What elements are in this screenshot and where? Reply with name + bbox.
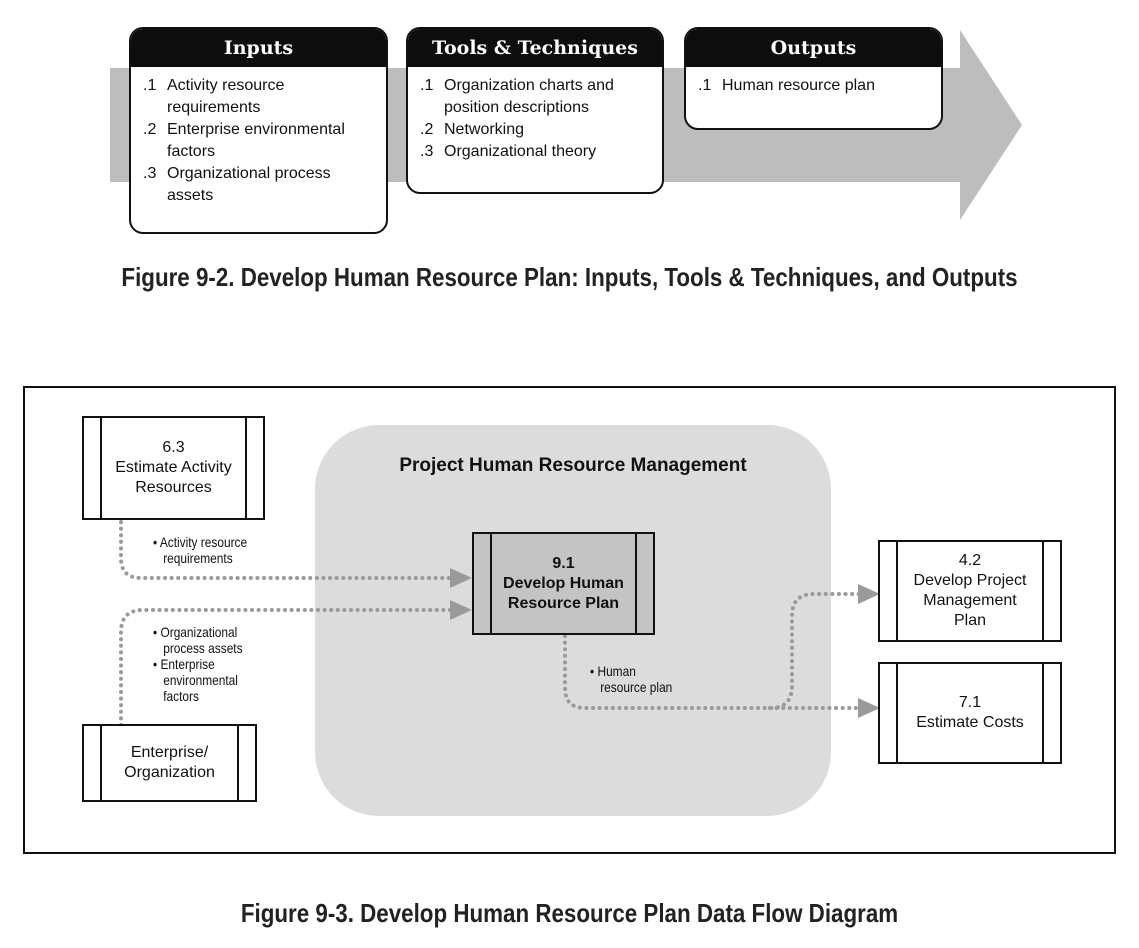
- knowledge-area-title: Project Human Resource Management: [399, 455, 747, 476]
- source-name: Organization: [124, 764, 215, 781]
- arrowhead: [858, 584, 880, 604]
- tools-techniques-heading: Tools & Techniques: [408, 29, 662, 67]
- process-box-develop-pm-plan: 4.2 Develop Project Management Plan: [878, 540, 1062, 642]
- process-name: Develop Human: [503, 574, 624, 592]
- list-item: .1 Activity resource requirements: [143, 77, 285, 116]
- figure-9-3-caption: Figure 9-3. Develop Human Resource Plan …: [240, 898, 899, 928]
- list-item: .1 Organization charts and position desc…: [420, 77, 614, 116]
- process-id: 4.2: [958, 552, 982, 569]
- process-name: Resources: [135, 479, 212, 496]
- process-name: Resource Plan: [507, 594, 620, 612]
- outputs-heading: Outputs: [686, 29, 941, 67]
- process-id: 6.3: [162, 439, 185, 456]
- figure-9-2-caption: Figure 9-2. Develop Human Resource Plan:…: [121, 262, 1018, 292]
- list-item: .3 Organizational process assets: [143, 165, 331, 204]
- flow-opa-eef: [119, 608, 454, 727]
- arrowhead: [858, 698, 880, 718]
- inputs-heading: Inputs: [131, 29, 386, 67]
- list-item: .3 Organizational theory: [420, 143, 597, 160]
- arrowhead: [450, 568, 472, 588]
- flow-label-hr-plan: • Human resource plan: [590, 663, 673, 695]
- process-name: Estimate Costs: [916, 714, 1024, 731]
- inputs-list: .1 Activity resource requirements .2 Ent…: [131, 67, 386, 207]
- outputs-list: .1 Human resource plan: [686, 67, 941, 97]
- process-name: Management: [923, 592, 1017, 609]
- process-id: 7.1: [958, 694, 982, 711]
- process-box-estimate-activity-resources: 6.3 Estimate Activity Resources: [82, 416, 265, 520]
- tools-techniques-list: .1 Organization charts and position desc…: [408, 67, 662, 163]
- outputs-panel: Outputs .1 Human resource plan: [684, 27, 943, 130]
- process-name: Estimate Activity: [115, 459, 232, 476]
- arrowhead: [450, 600, 472, 620]
- process-box-estimate-costs: 7.1 Estimate Costs: [878, 662, 1062, 764]
- inputs-panel: Inputs .1 Activity resource requirements…: [129, 27, 388, 234]
- process-name: Develop Project: [913, 572, 1027, 589]
- source-box-enterprise-organization: Enterprise/ Organization: [82, 724, 257, 802]
- flow-label-opa-eef: • Organizational process assets • Enterp…: [153, 624, 243, 704]
- flow-label-activity-resource-requirements: • Activity resource requirements: [153, 534, 248, 566]
- process-name: Plan: [953, 612, 987, 629]
- process-box-develop-hr-plan: 9.1 Develop Human Resource Plan: [472, 532, 655, 635]
- process-id: 9.1: [552, 554, 575, 572]
- diagram-frame: [23, 386, 1116, 854]
- list-item: .2 Networking: [420, 121, 525, 138]
- tools-techniques-panel: Tools & Techniques .1 Organization chart…: [406, 27, 664, 194]
- flow-activity-resource-requirements: [119, 520, 454, 580]
- list-item: .1 Human resource plan: [698, 77, 875, 94]
- flow-hr-plan-to-pm-plan: [563, 592, 862, 710]
- list-item: .2 Enterprise environmental factors: [143, 121, 345, 160]
- source-name: Enterprise/: [130, 744, 209, 761]
